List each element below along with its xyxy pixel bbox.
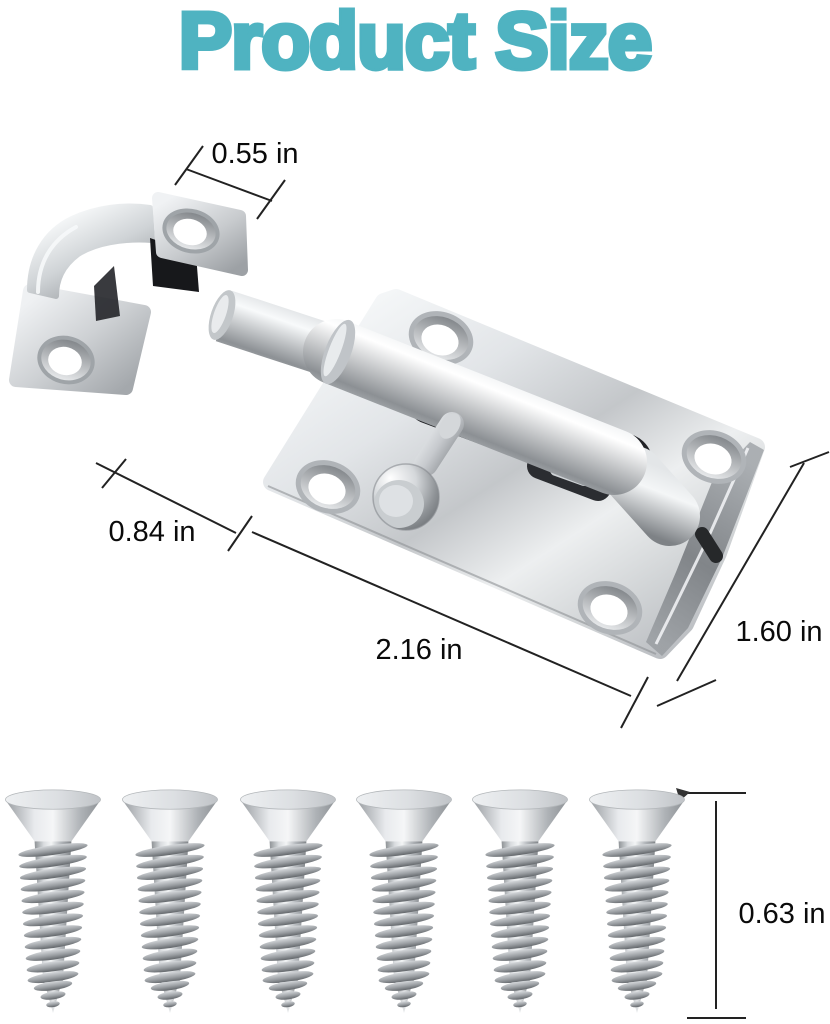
tick (227, 515, 253, 552)
knob-rim (372, 463, 440, 531)
latch-plate (203, 287, 765, 659)
plate-fold-highlight (654, 447, 750, 645)
label-plate-length: 2.16 in (375, 634, 462, 666)
dimension-plate-length (251, 531, 649, 729)
keeper-bracket (9, 192, 248, 395)
keeper-base-hole (48, 346, 82, 376)
tick (656, 679, 717, 707)
keeper-arch (27, 203, 155, 299)
label-keeper-width: 0.55 in (211, 138, 298, 170)
screw-5 (471, 789, 569, 1014)
tick (789, 451, 830, 468)
screw-3 (239, 789, 337, 1014)
tick (174, 145, 204, 186)
label-screw-length: 0.63 in (738, 898, 825, 930)
screw-1 (4, 789, 102, 1014)
knob-face-highlight (379, 485, 413, 517)
screw-4 (355, 789, 453, 1014)
plate-hole-right (681, 430, 747, 484)
plate-hole-bottom (577, 581, 643, 635)
dimension-labels: 0.55 in 0.84 in 2.16 in 1.60 in 0.63 in (108, 138, 825, 930)
bolt-guide-housing (604, 446, 700, 546)
sleeve-step-face (323, 323, 347, 377)
bolt-knob[interactable] (372, 409, 465, 531)
plate-hole-left (295, 460, 361, 514)
screw-2 (121, 789, 219, 1014)
plate-hole-top (408, 311, 474, 365)
mounting-screws (4, 789, 686, 1014)
dimension-keeper-width (174, 145, 286, 220)
tick (256, 179, 286, 220)
knob-collar (439, 413, 461, 439)
keeper-top-hole (173, 218, 207, 246)
keeper-arch-highlight (36, 225, 78, 294)
keeper-underarch-shadow (94, 266, 120, 321)
dimension-annotations (95, 145, 830, 1019)
screw-6 (588, 789, 686, 1014)
tick (101, 458, 127, 489)
rod-end-cap-face (211, 294, 229, 334)
page-title: Product Size (179, 0, 652, 85)
dimension-plate-width (656, 451, 830, 707)
dimension-screw-length (676, 788, 746, 1019)
bolt-rod[interactable] (203, 287, 647, 495)
flange-slot (695, 527, 723, 563)
dimension-keeper-plate-length (95, 458, 253, 552)
tick (620, 676, 649, 729)
label-plate-width: 1.60 in (735, 616, 822, 648)
label-keeper-plate-length: 0.84 in (108, 516, 195, 548)
